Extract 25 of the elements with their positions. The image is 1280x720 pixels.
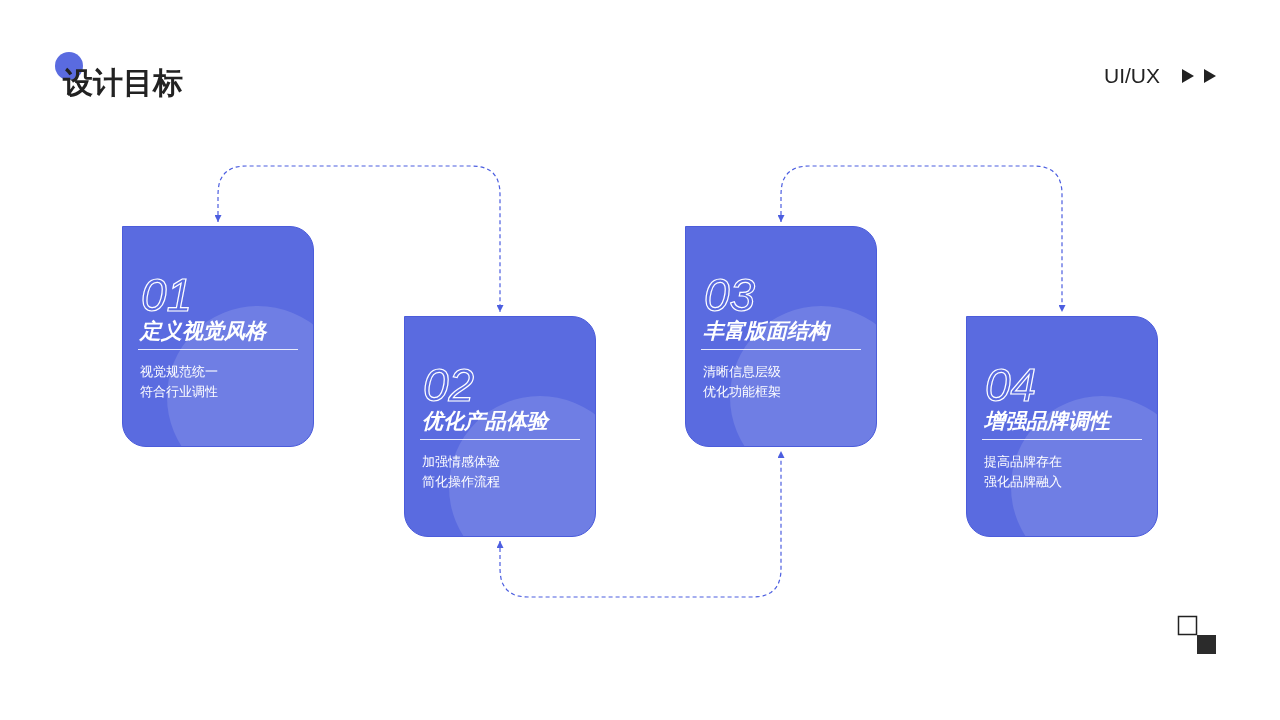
step-description: 加强情感体验 [422,453,500,471]
step-description: 强化品牌融入 [984,473,1062,491]
connector-arrow [777,165,1066,313]
step-description: 简化操作流程 [422,473,500,491]
step-card [966,316,1158,537]
step-number: 04 [985,362,1037,408]
step-description: 优化功能框架 [703,383,781,401]
step-description: 符合行业调性 [140,383,218,401]
step-card [122,226,314,447]
step-title: 增强品牌调性 [984,409,1110,433]
step-description: 视觉规范统一 [140,363,218,381]
step-title: 定义视觉风格 [140,319,266,343]
step-title: 优化产品体验 [422,409,548,433]
page-title: 设计目标 [63,68,183,98]
category-label: UI/UX [1104,64,1160,88]
step-number: 02 [423,362,475,408]
step-title: 丰富版面结构 [703,319,829,343]
connector-arrow [496,450,785,598]
step-card [685,226,877,447]
connector-arrow [214,165,504,313]
step-number: 01 [141,272,193,318]
step-card [404,316,596,537]
step-number: 03 [704,272,756,318]
step-description: 提高品牌存在 [984,453,1062,471]
step-description: 清晰信息层级 [703,363,781,381]
